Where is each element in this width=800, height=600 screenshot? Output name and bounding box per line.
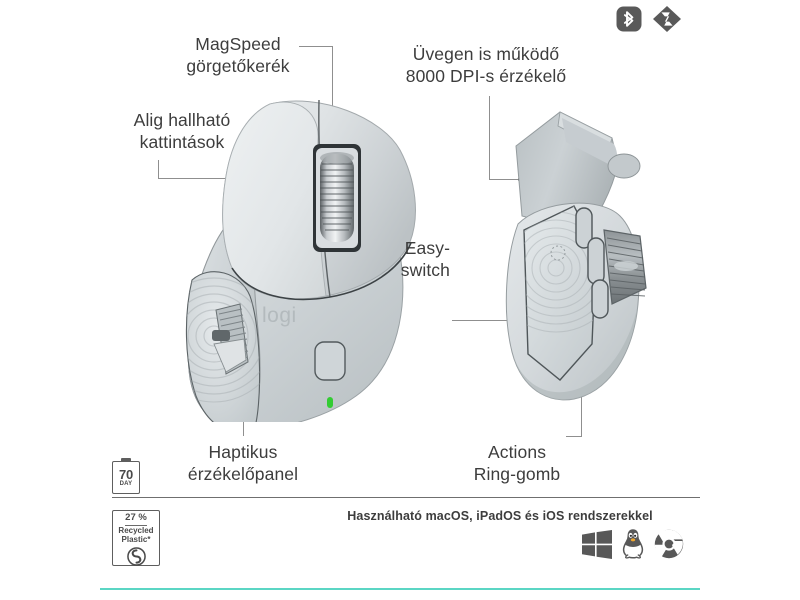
logi-wordmark: logi bbox=[262, 304, 297, 327]
bluetooth-icon bbox=[616, 6, 642, 32]
gesture-button bbox=[591, 279, 609, 319]
mouse-side-view-illustration bbox=[505, 111, 647, 401]
footer-divider bbox=[112, 497, 700, 499]
recycled-label-line2: Plastic* bbox=[121, 535, 151, 545]
leader-line-quiet-vertical bbox=[158, 160, 159, 179]
leader-line-sensor-vertical bbox=[489, 96, 490, 179]
os-icon-group bbox=[300, 529, 700, 559]
back-button bbox=[587, 237, 605, 285]
battery-cap bbox=[121, 458, 131, 462]
battery-body: 70 DAY bbox=[112, 461, 140, 494]
forward-button bbox=[575, 207, 593, 249]
recycled-percent: 27 % bbox=[125, 512, 147, 526]
battery-days-value: 70 bbox=[118, 466, 134, 482]
compatibility-note: Használható macOS, iPadOS és iOS rendsze… bbox=[347, 509, 653, 523]
callout-magspeed-scroll-wheel: MagSpeed görgetőkerék bbox=[186, 34, 290, 76]
actions-ring-button bbox=[314, 341, 346, 381]
recycled-label-line1: Recycled bbox=[118, 525, 154, 535]
recycle-arrows-icon bbox=[126, 546, 146, 566]
callout-actions-ring-button: Actions Ring-gomb bbox=[473, 442, 561, 484]
logi-bolt-icon bbox=[653, 6, 681, 32]
callout-dpi-sensor: Üvegen is működő 8000 DPI-s érzékelő bbox=[405, 44, 567, 86]
leader-line-actionsring-horizontal bbox=[566, 436, 582, 437]
leader-line-magspeed-horizontal bbox=[299, 46, 333, 47]
status-led bbox=[327, 397, 333, 408]
chrome-icon bbox=[654, 529, 684, 559]
leader-line-sensor-horizontal bbox=[489, 179, 520, 180]
callout-easy-switch: Easy- switch bbox=[400, 238, 450, 280]
connectivity-icon-group bbox=[616, 6, 681, 32]
recycled-plastic-badge: 27 % Recycled Plastic* bbox=[112, 510, 160, 566]
leader-line-quiet-horizontal bbox=[158, 178, 268, 179]
callout-haptic-panel: Haptikus érzékelőpanel bbox=[187, 442, 299, 484]
callout-quiet-clicks: Alig hallható kattintások bbox=[133, 110, 231, 152]
linux-icon bbox=[621, 529, 645, 559]
mouse-top-view-illustration: logi bbox=[185, 99, 416, 422]
battery-days-unit: DAY bbox=[119, 481, 133, 488]
leader-line-easyswitch-horizontal bbox=[452, 320, 510, 321]
accent-underline bbox=[100, 588, 700, 590]
windows-icon bbox=[582, 529, 612, 559]
